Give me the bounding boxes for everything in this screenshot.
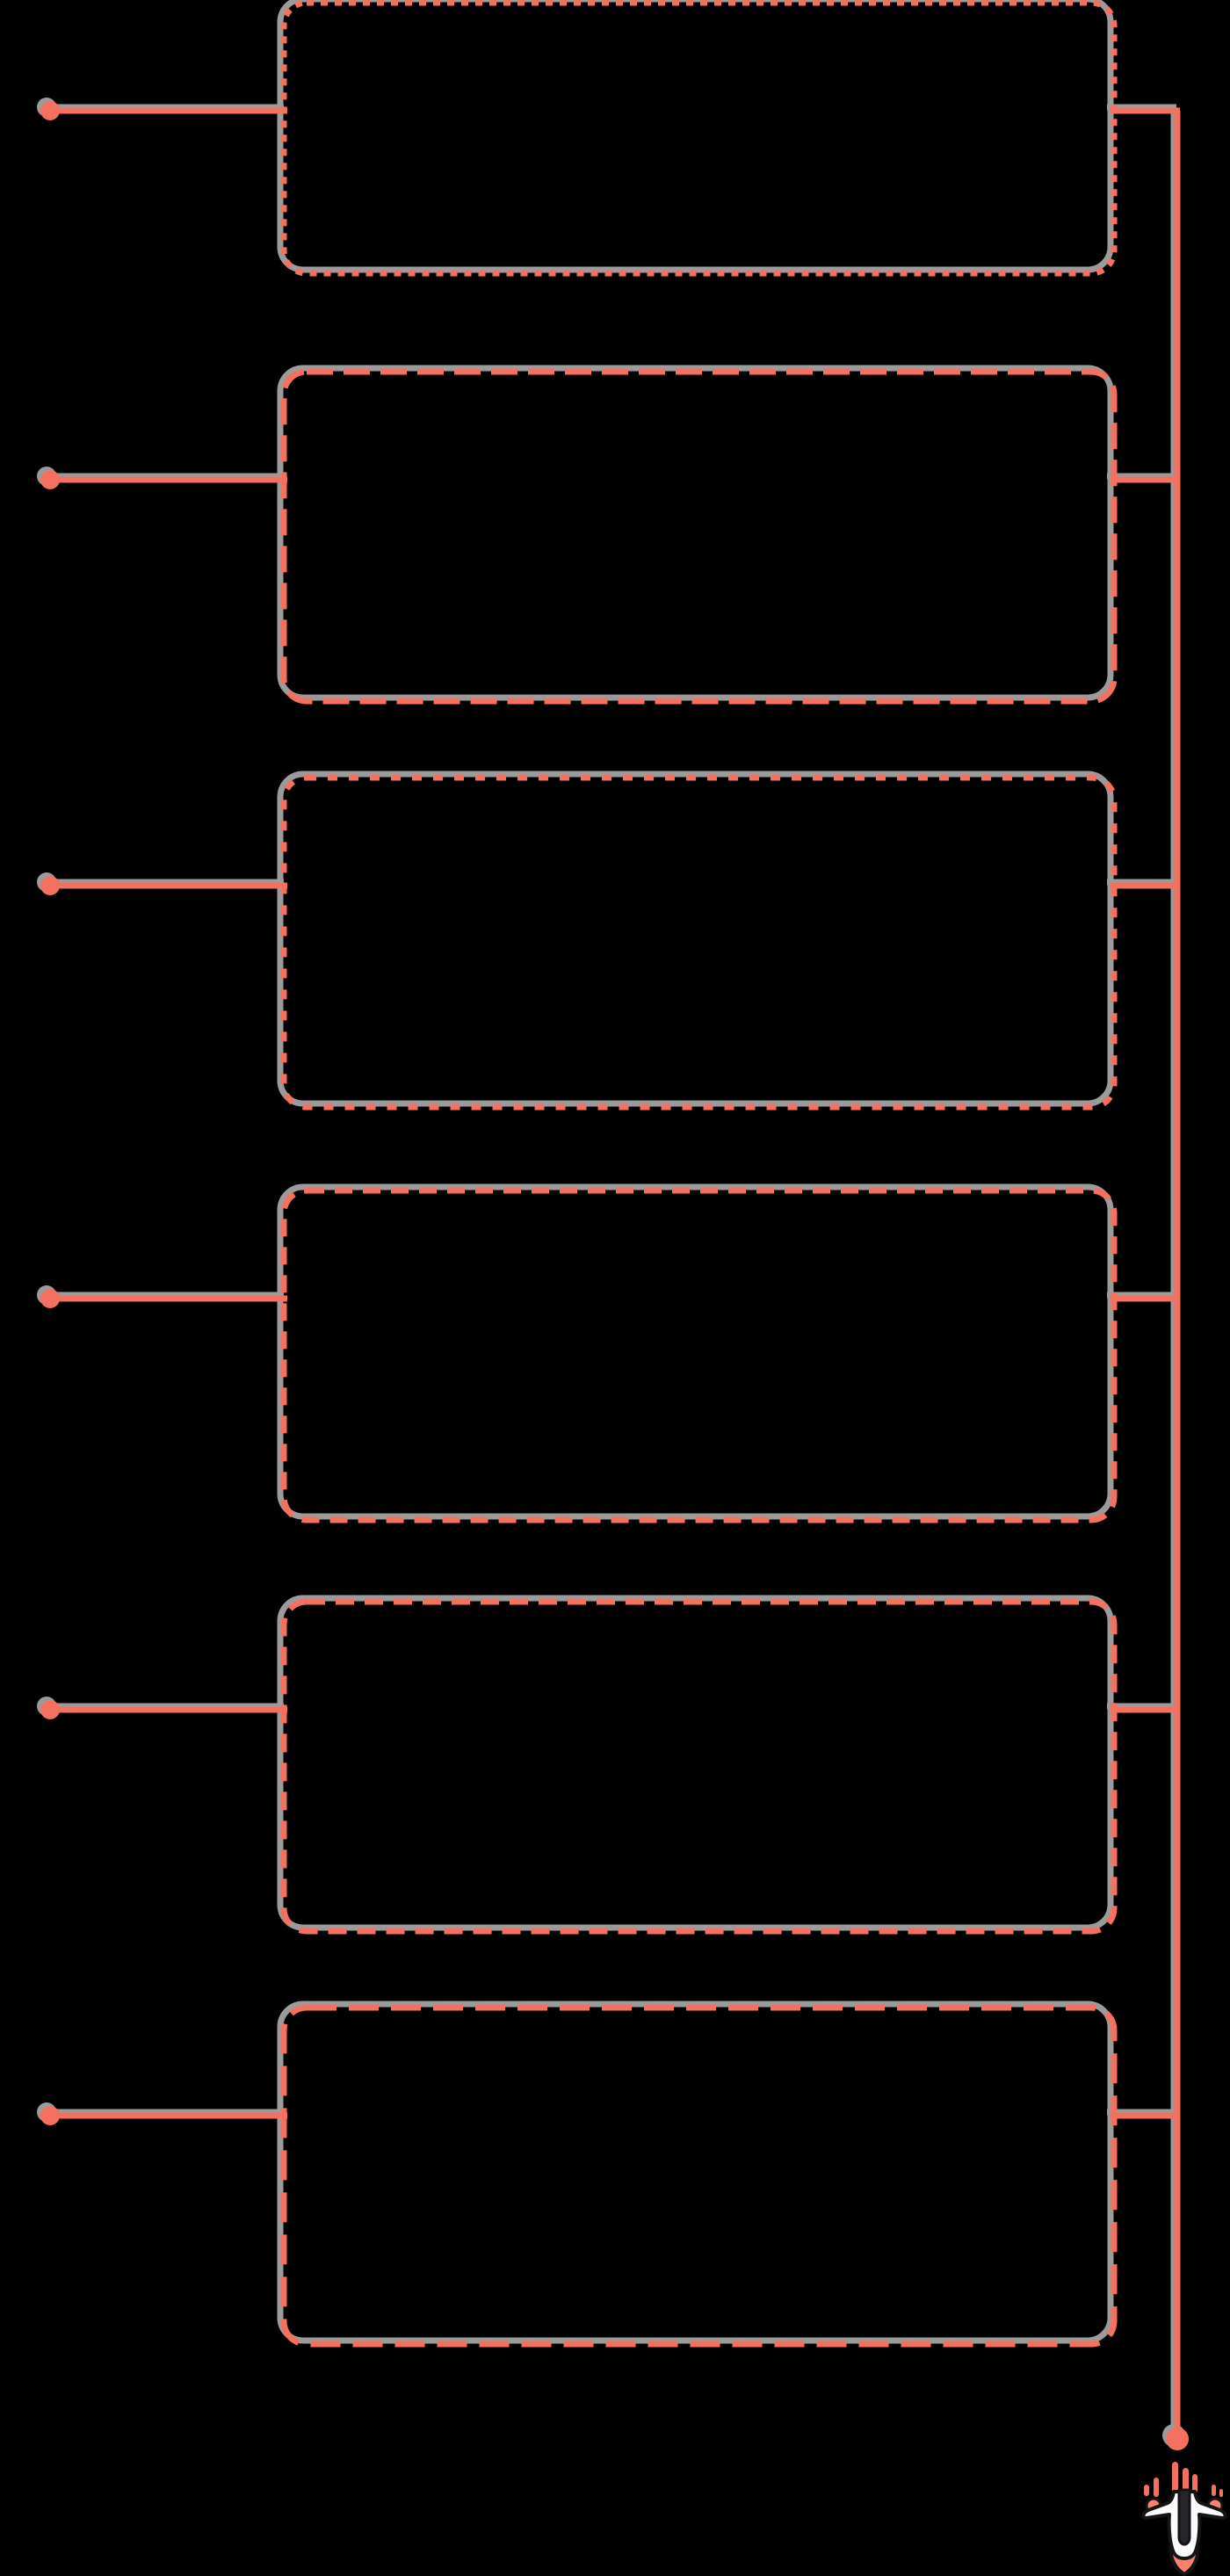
stage-box-1-underlay (277, 0, 1114, 273)
left-connector-dot (40, 1700, 60, 1719)
stage-box-4-underlay (277, 1183, 1114, 1520)
sketch-underlay-layer (37, 0, 1185, 2447)
spine-terminal-dot (1166, 2428, 1189, 2450)
stage-box-2 (280, 368, 1118, 705)
left-connector-dot (40, 2106, 60, 2125)
motion-line (1172, 2462, 1178, 2493)
cockpit-stripe (1177, 2488, 1191, 2546)
motion-line (1212, 2485, 1216, 2496)
stage-box-6-underlay (277, 2001, 1114, 2344)
motion-line (1154, 2478, 1159, 2497)
stage-box-3 (280, 774, 1118, 1111)
stage-box-4 (280, 1187, 1118, 1523)
stage-box-2-underlay (277, 365, 1114, 701)
motion-line (1183, 2468, 1189, 2494)
stage-box-6 (280, 2004, 1118, 2348)
left-connector-dot (40, 470, 60, 489)
motion-line (1219, 2489, 1223, 2497)
stage-box-3-underlay (277, 771, 1114, 1107)
motion-line (1144, 2485, 1149, 2496)
left-connector-dot (40, 876, 60, 895)
stage-box-1 (280, 0, 1118, 277)
rocket-descending-icon (1141, 2462, 1227, 2576)
stage-box-5-underlay (277, 1595, 1114, 1931)
main-stroke-layer (40, 0, 1189, 2450)
stage-box-5 (280, 1598, 1118, 1935)
left-connector-dot (40, 1289, 60, 1308)
motion-line (1192, 2474, 1197, 2493)
left-connector-dot (40, 101, 60, 120)
